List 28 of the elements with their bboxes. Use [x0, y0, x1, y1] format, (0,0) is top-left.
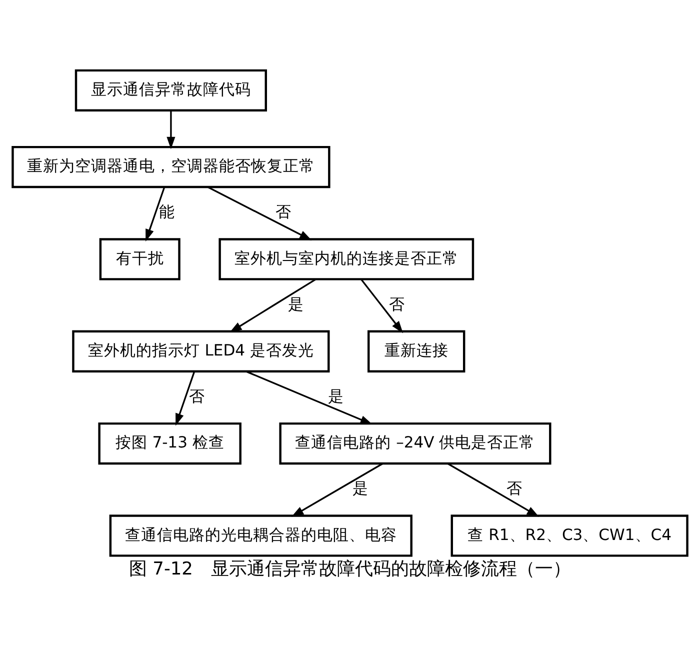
arrow [146, 186, 166, 242]
edge-label: 否 [189, 388, 206, 406]
edge-label: 是 [352, 480, 368, 498]
node-box: 室外机与室内机的连接是否正常 [218, 238, 474, 280]
arrow [208, 186, 312, 240]
edge-label: 否 [388, 295, 405, 314]
node-box: 有干扰 [99, 238, 180, 280]
node-box: 显示通信异常故障代码 [74, 69, 267, 112]
node-box: 重新连接 [368, 330, 466, 372]
arrow [360, 278, 404, 334]
arrow [230, 278, 316, 333]
node-box: 查通信电路的光电耦合器的电阻、电容 [109, 514, 412, 557]
arrow [448, 463, 540, 517]
node-box: 重新为空调器通电，空调器能否恢复正常 [12, 146, 330, 188]
node-box: 查通信电路的 –24V 供电是否正常 [279, 422, 552, 465]
arrow [246, 370, 373, 425]
edge-label: 否 [506, 480, 523, 498]
edge-label: 是 [328, 388, 344, 406]
node-box: 查 R1、R2、C3、CW1、C4 [450, 514, 688, 557]
node-box: 按图 7-13 检查 [98, 422, 242, 465]
node-box: 室外机的指示灯 LED4 是否发光 [72, 330, 330, 372]
edge-label: 能 [159, 203, 176, 222]
arrow [291, 463, 383, 517]
edge-label: 否 [276, 203, 292, 222]
arrow [166, 110, 176, 150]
arrow [176, 371, 196, 426]
caption: 图 7-12 显示通信异常故障代码的故障检修流程（一） [129, 559, 571, 580]
edge-label: 是 [288, 295, 304, 314]
